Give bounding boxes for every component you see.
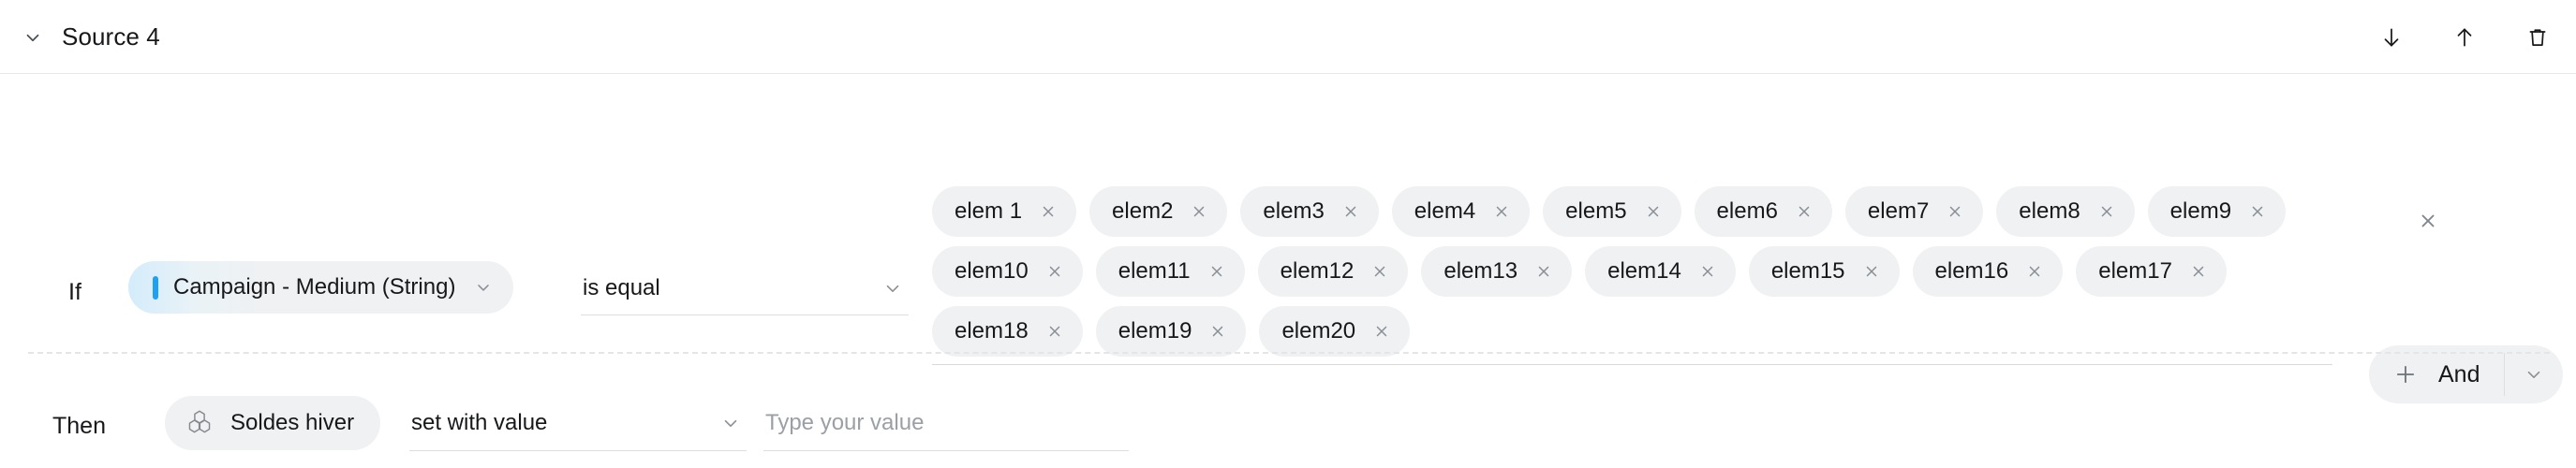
if-label: If — [68, 279, 81, 305]
then-action-row: Then Soldes hiver set with value — [0, 352, 2576, 468]
close-icon[interactable] — [1039, 202, 1058, 221]
value-chip-label: elem15 — [1770, 258, 1845, 284]
value-chip: elem10 — [932, 246, 1083, 297]
close-icon[interactable] — [1207, 262, 1226, 281]
value-chip: elem13 — [1421, 246, 1573, 297]
value-chip: elem3 — [1240, 186, 1379, 237]
value-chip: elem7 — [1844, 186, 1984, 237]
value-chip: elem19 — [1095, 306, 1247, 357]
value-chip: elem4 — [1391, 186, 1531, 237]
page-title: Source 4 — [62, 22, 160, 51]
value-chip: elem 1 — [932, 186, 1077, 237]
value-chip-label: elem4 — [1414, 198, 1476, 224]
action-value-input[interactable] — [763, 409, 1129, 436]
add-condition-label: And — [2438, 360, 2480, 388]
condition-field-pill[interactable]: Campaign - Medium (String) — [128, 261, 514, 314]
action-value-field[interactable] — [763, 395, 1129, 451]
value-chip-label: elem3 — [1263, 198, 1325, 224]
rule-card-header: Source 4 — [0, 0, 2576, 74]
value-chip-label: elem17 — [2098, 258, 2172, 284]
close-icon[interactable] — [1946, 202, 1964, 221]
chevron-down-icon[interactable] — [882, 278, 903, 299]
close-icon[interactable] — [1045, 322, 1064, 341]
chevron-down-icon[interactable] — [21, 25, 45, 50]
then-label: Then — [52, 413, 106, 439]
add-condition-main[interactable]: And — [2369, 345, 2504, 403]
plus-icon — [2393, 362, 2418, 387]
value-chip-label: elem13 — [1443, 258, 1518, 284]
header-left-group: Source 4 — [21, 0, 160, 74]
value-chip-label: elem19 — [1118, 318, 1192, 344]
close-icon[interactable] — [1534, 262, 1553, 281]
value-chip: elem12 — [1257, 246, 1409, 297]
close-icon[interactable] — [1644, 202, 1663, 221]
clear-all-values-button[interactable] — [2412, 205, 2444, 237]
value-chip: elem14 — [1585, 246, 1736, 297]
value-chip: elem15 — [1748, 246, 1900, 297]
action-target-label: Soldes hiver — [230, 410, 355, 435]
arrow-down-icon[interactable] — [2376, 22, 2407, 53]
action-type-select[interactable]: set with value — [409, 395, 747, 451]
close-icon[interactable] — [1862, 262, 1881, 281]
value-chip-label: elem11 — [1118, 258, 1191, 284]
value-chip-label: elem12 — [1280, 258, 1355, 284]
value-chip: elem17 — [2076, 246, 2227, 297]
condition-values-multiselect[interactable]: elem 1 elem2 elem3 elem4 elem5 elem6 elem7 elem… — [932, 186, 2332, 365]
value-chip-label: elem20 — [1281, 318, 1356, 344]
value-chip-label: elem6 — [1716, 198, 1778, 224]
value-chip-label: elem16 — [1934, 258, 2009, 284]
value-chip: elem16 — [1912, 246, 2064, 297]
value-chip: elem6 — [1694, 186, 1832, 237]
chevron-down-icon[interactable] — [2505, 345, 2563, 403]
close-icon[interactable] — [1372, 322, 1391, 341]
close-icon[interactable] — [2248, 202, 2267, 221]
close-icon[interactable] — [1370, 262, 1389, 281]
condition-operator-value: is equal — [583, 274, 660, 300]
value-chip-label: elem8 — [2019, 198, 2080, 224]
trash-icon[interactable] — [2522, 22, 2554, 53]
chip-list: elem 1 elem2 elem3 elem4 elem5 elem6 elem7 elem… — [932, 186, 2332, 357]
chevron-down-icon[interactable] — [720, 413, 741, 433]
value-chip: elem11 — [1095, 246, 1245, 297]
close-icon[interactable] — [2025, 262, 2044, 281]
close-icon[interactable] — [1190, 202, 1208, 221]
value-chip-label: elem9 — [2169, 198, 2232, 224]
condition-field-label: Campaign - Medium (String) — [173, 274, 456, 300]
close-icon[interactable] — [1492, 202, 1511, 221]
hexagon-cluster-icon — [184, 407, 215, 439]
action-type-value: set with value — [411, 409, 548, 435]
section-divider — [28, 352, 2550, 354]
chevron-down-icon[interactable] — [474, 278, 493, 297]
value-chip: elem2 — [1089, 186, 1228, 237]
action-target-pill[interactable]: Soldes hiver — [165, 396, 381, 450]
value-chip-label: elem2 — [1112, 198, 1174, 224]
field-accent-marker — [153, 275, 158, 300]
add-condition-divider — [2504, 353, 2506, 396]
close-icon[interactable] — [1795, 202, 1814, 221]
value-chip-label: elem18 — [955, 318, 1029, 344]
value-chip-label: elem14 — [1607, 258, 1681, 284]
value-chip: elem9 — [2147, 186, 2287, 237]
arrow-up-icon[interactable] — [2449, 22, 2480, 53]
value-chip: elem5 — [1543, 186, 1681, 237]
close-icon[interactable] — [1045, 262, 1064, 281]
value-chip: elem8 — [1996, 186, 2135, 237]
value-chip-label: elem 1 — [955, 198, 1023, 224]
value-chip: elem20 — [1259, 306, 1411, 357]
header-actions — [2376, 0, 2554, 74]
value-chip-label: elem7 — [1867, 198, 1930, 224]
close-icon[interactable] — [1208, 322, 1227, 341]
close-icon[interactable] — [2097, 202, 2116, 221]
value-chip-label: elem10 — [955, 258, 1029, 284]
condition-operator-select[interactable]: is equal — [581, 261, 909, 315]
close-icon[interactable] — [1698, 262, 1717, 281]
value-chip: elem18 — [932, 306, 1083, 357]
close-icon[interactable] — [2189, 262, 2208, 281]
add-condition-button[interactable]: And — [2369, 345, 2564, 403]
value-chip-label: elem5 — [1565, 198, 1627, 224]
close-icon[interactable] — [1341, 202, 1360, 221]
if-condition-row: If Campaign - Medium (String) is equal e… — [0, 74, 2576, 403]
